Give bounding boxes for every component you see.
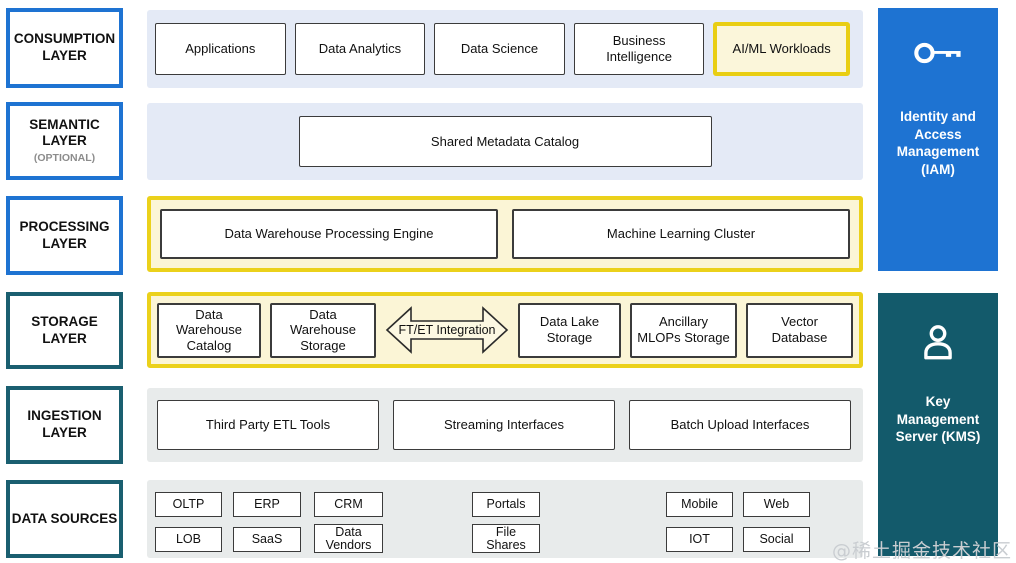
node-vector-database: Vector Database xyxy=(746,302,853,358)
source-file-shares: File Shares xyxy=(472,524,540,553)
layer-label-text: CONSUMPTION LAYER xyxy=(13,31,116,63)
iam-label: Identity and Access Management (IAM) xyxy=(896,109,980,177)
source-saas: SaaS xyxy=(233,527,301,552)
iam-panel: Identity and Access Management (IAM) xyxy=(878,8,998,271)
source-mobile: Mobile xyxy=(666,492,733,517)
ingestion-band: Third Party ETL Tools Streaming Interfac… xyxy=(147,388,863,462)
layer-label-text: SEMANTIC LAYER xyxy=(29,116,100,149)
storage-band: Data Warehouse Catalog Data Warehouse St… xyxy=(147,292,863,368)
source-lob: LOB xyxy=(155,527,222,552)
node-third-party-etl: Third Party ETL Tools xyxy=(157,400,379,450)
source-portals: Portals xyxy=(472,492,540,517)
layer-label-ingestion: INGESTION LAYER xyxy=(6,386,123,464)
node-dw-storage: Data Warehouse Storage xyxy=(270,302,376,358)
node-ai-ml-workloads: AI/ML Workloads xyxy=(713,22,850,76)
node-data-lake-storage: Data Lake Storage xyxy=(518,302,621,358)
layer-label-semantic: SEMANTIC LAYER (OPTIONAL) xyxy=(6,102,123,180)
node-shared-metadata-catalog: Shared Metadata Catalog xyxy=(298,116,712,167)
node-batch-upload-interfaces: Batch Upload Interfaces xyxy=(629,400,851,450)
person-icon xyxy=(878,323,998,363)
semantic-band: Shared Metadata Catalog xyxy=(147,103,863,180)
node-dw-catalog: Data Warehouse Catalog xyxy=(157,302,261,358)
node-business-intelligence: Business Intelligence xyxy=(573,23,705,75)
node-data-science: Data Science xyxy=(434,23,565,75)
node-dw-processing-engine: Data Warehouse Processing Engine xyxy=(160,209,498,259)
source-data-vendors: Data Vendors xyxy=(314,524,383,553)
source-iot: IOT xyxy=(666,527,733,552)
kms-label: Key Management Server (KMS) xyxy=(895,394,981,445)
data-sources-band: OLTP ERP CRM Portals Mobile Web LOB SaaS… xyxy=(147,480,863,558)
layer-label-processing: PROCESSING LAYER xyxy=(6,196,123,275)
consumption-band: Applications Data Analytics Data Science… xyxy=(147,10,863,88)
layer-label-text: INGESTION LAYER xyxy=(27,408,102,440)
node-data-analytics: Data Analytics xyxy=(294,23,426,75)
node-applications: Applications xyxy=(155,23,286,75)
layer-label-data-sources: DATA SOURCES xyxy=(6,480,123,558)
double-arrow-icon xyxy=(385,306,509,354)
source-web: Web xyxy=(743,492,810,517)
layer-label-text: STORAGE LAYER xyxy=(31,313,98,346)
source-erp: ERP xyxy=(233,492,301,517)
source-oltp: OLTP xyxy=(155,492,222,517)
key-icon xyxy=(878,38,998,68)
layer-label-text: PROCESSING LAYER xyxy=(19,218,110,251)
kms-panel: Key Management Server (KMS) xyxy=(878,293,998,556)
node-ancillary-mlops-storage: Ancillary MLOPs Storage xyxy=(630,302,737,358)
processing-band: Data Warehouse Processing Engine Machine… xyxy=(147,196,863,272)
node-ml-cluster: Machine Learning Cluster xyxy=(512,209,850,259)
ftet-integration-label: FT/ET Integration xyxy=(398,322,496,337)
layer-label-consumption: CONSUMPTION LAYER xyxy=(6,8,123,88)
ftet-integration-arrow: FT/ET Integration xyxy=(385,302,509,358)
layer-label-text: DATA SOURCES xyxy=(11,510,118,526)
node-streaming-interfaces: Streaming Interfaces xyxy=(393,400,615,450)
layer-label-storage: STORAGE LAYER xyxy=(6,292,123,369)
source-social: Social xyxy=(743,527,810,552)
source-crm: CRM xyxy=(314,492,383,517)
layer-sublabel-optional: (OPTIONAL) xyxy=(33,152,96,165)
watermark-text: @稀土掘金技术社区 xyxy=(831,540,1012,562)
